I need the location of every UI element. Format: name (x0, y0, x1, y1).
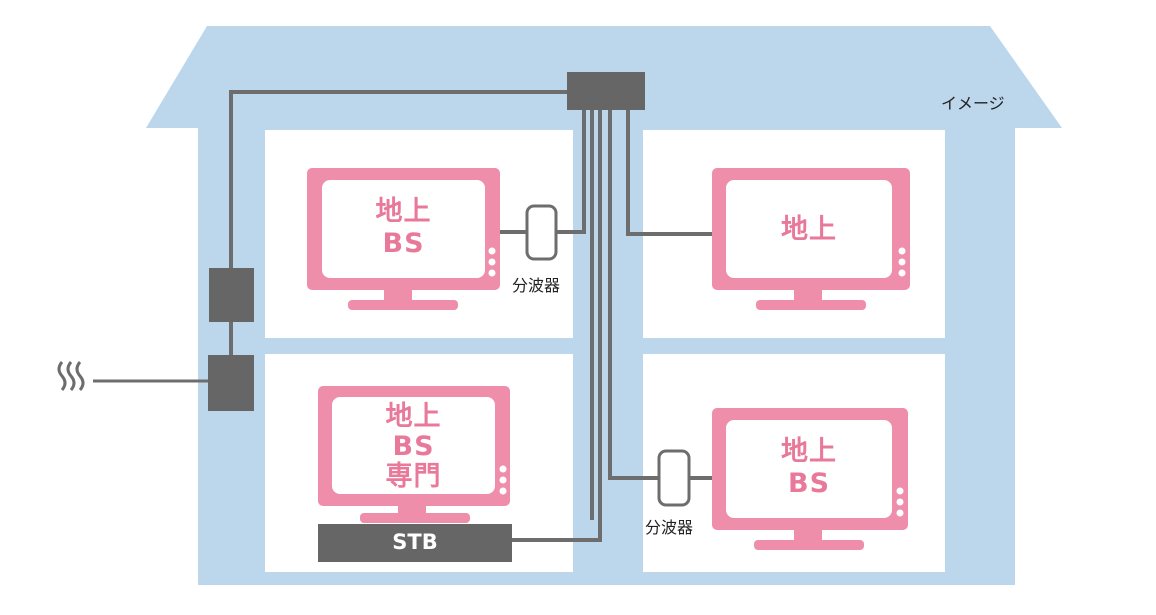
tv-bottom-left-line-3: 専門 (385, 461, 442, 492)
tv-top-right-line-1: 地上 (781, 214, 837, 245)
tv-bottom-right-line-1: 地上 (781, 436, 837, 467)
tv-top-right-text: 地上 (726, 214, 892, 246)
booster-lower (208, 355, 254, 411)
splitter-top (525, 204, 558, 261)
stb-box (318, 524, 512, 562)
tv-bottom-left-line-2: BS (392, 431, 435, 462)
distributor-box (567, 72, 645, 110)
splitter-bottom (657, 449, 691, 507)
booster-upper (209, 268, 254, 322)
cables (93, 90, 712, 542)
tv-top-left-text: 地上 BS (322, 196, 485, 260)
tv-bottom-right (712, 408, 908, 550)
tv-bottom-left-line-1: 地上 (385, 401, 442, 432)
tv-top-left-line-2: BS (382, 228, 425, 259)
tv-top-left-line-1: 地上 (375, 196, 432, 227)
tv-bottom-left-text: 地上 BS 専門 (332, 402, 495, 492)
tv-bottom-right-line-2: BS (787, 468, 831, 499)
tv-top-left (307, 168, 500, 310)
tv-top-right (712, 168, 910, 310)
splitter-bottom-label: 分波器 (645, 518, 694, 537)
tv-bottom-left (318, 386, 510, 523)
splitter-top-label: 分波器 (512, 276, 561, 295)
tv-bottom-right-text: 地上 BS (726, 436, 892, 500)
wave-icon (57, 361, 85, 391)
stb-label: STB (392, 530, 438, 554)
caption-image: イメージ (941, 94, 1005, 113)
